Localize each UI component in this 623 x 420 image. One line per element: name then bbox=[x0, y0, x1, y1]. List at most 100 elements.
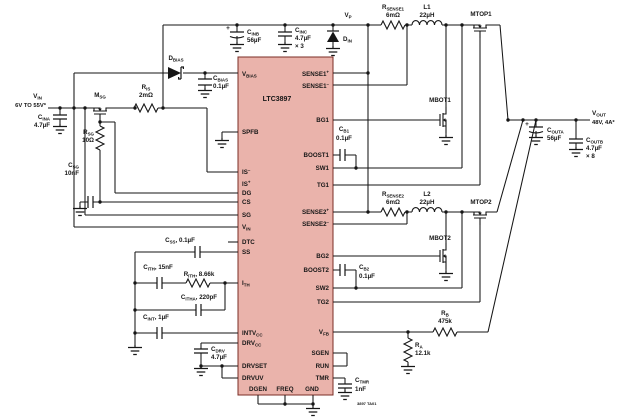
cap-coutb bbox=[569, 138, 583, 144]
label-pin-sgen: SGEN bbox=[311, 350, 329, 357]
label-pin-intvcc: INTVCC bbox=[242, 330, 263, 338]
label-mtop2-name: MTOP2 bbox=[470, 199, 492, 206]
cap-cinb bbox=[229, 31, 245, 39]
label-csg-name: CSG bbox=[68, 162, 79, 170]
label-rsense1-val: 6mΩ bbox=[386, 12, 400, 19]
label-pin-sense1m: SENSE1– bbox=[302, 82, 329, 90]
diode-dbias-bar bbox=[178, 66, 184, 80]
label-vout-label: VOUT bbox=[592, 110, 606, 118]
wire bbox=[84, 108, 238, 216]
wire bbox=[73, 72, 238, 228]
resistor-rsg bbox=[94, 125, 106, 151]
label-pin-sense2p: SENSE2+ bbox=[302, 208, 329, 216]
label-cith-label: CITH, 15nF bbox=[143, 264, 173, 272]
cap-ctmr bbox=[338, 383, 352, 389]
wire bbox=[333, 154, 357, 168]
junction-dots bbox=[58, 23, 578, 406]
label-l1-name: L1 bbox=[423, 4, 431, 11]
label-pin-ss: SS bbox=[242, 249, 250, 256]
ground-icon bbox=[325, 45, 341, 57]
label-ctmr-name: CTMR bbox=[355, 377, 370, 385]
label-ctmr-val: 1nF bbox=[355, 386, 366, 393]
label-pin-boost1: BOOST1 bbox=[304, 152, 330, 159]
label-cdrv-val: 4.7µF bbox=[211, 354, 227, 361]
label-pin-boost2: BOOST2 bbox=[304, 267, 330, 274]
inductor-l2 bbox=[411, 207, 443, 213]
label-vout-range: 48V, 4A* bbox=[592, 120, 615, 126]
label-pin-ism: IS– bbox=[242, 168, 251, 176]
label-pin-sg: SG bbox=[242, 212, 251, 219]
diode-dbias bbox=[168, 67, 181, 79]
resistor-ris bbox=[133, 102, 159, 114]
capacitors bbox=[53, 31, 583, 389]
ground-icon bbox=[229, 41, 245, 53]
inductor-l1 bbox=[411, 20, 443, 26]
label-tag: 3897 TA01 bbox=[357, 401, 377, 406]
label-l2-name: L2 bbox=[423, 191, 431, 198]
wire bbox=[48, 107, 238, 173]
wire bbox=[333, 225, 481, 303]
label-ris-val: 2mΩ bbox=[139, 92, 153, 99]
cap-cith bbox=[156, 277, 163, 289]
label-ra-val: 12.1k bbox=[415, 350, 431, 357]
label-coutb-name: COUTB bbox=[586, 137, 604, 145]
label-csg-val: 10nF bbox=[65, 170, 80, 177]
label-l2-val: 22µH bbox=[420, 199, 435, 206]
label-dbias-name: DBIAS bbox=[168, 55, 183, 63]
label-pin-dtc: DTC bbox=[242, 239, 255, 246]
label-couta-plus: + bbox=[525, 121, 529, 128]
label-pin-isp: IS+ bbox=[242, 180, 251, 188]
label-pin-run: RUN bbox=[316, 363, 330, 370]
label-couta-val: 56µF bbox=[547, 135, 561, 142]
label-rb-val: 475k bbox=[438, 318, 452, 325]
label-cint-label: CINT, 1µF bbox=[143, 314, 169, 322]
label-cinc-mult: × 3 bbox=[295, 43, 304, 50]
wire bbox=[100, 121, 238, 194]
cap-cint bbox=[156, 327, 163, 339]
cap-css bbox=[194, 246, 201, 258]
label-pin-gnd: GND bbox=[305, 386, 319, 393]
label-pin-vfb: VFB bbox=[319, 329, 330, 337]
label-mbot2-name: MBOT2 bbox=[429, 235, 451, 242]
label-cb2-name: CB2 bbox=[359, 264, 370, 272]
diodes bbox=[168, 30, 339, 80]
label-mbot1-name: MBOT1 bbox=[429, 97, 451, 104]
wire bbox=[200, 342, 238, 379]
label-citha-label: CITHA, 220pF bbox=[181, 294, 217, 302]
label-din-name: DIN bbox=[343, 36, 352, 44]
ground-icon bbox=[277, 41, 293, 53]
label-rsense2-val: 6mΩ bbox=[386, 199, 400, 206]
label-pin-dgen: DGEN bbox=[249, 386, 267, 393]
label-pin-ith: ITH bbox=[242, 280, 250, 288]
label-cbias-val: 0.1µF bbox=[213, 83, 229, 90]
label-cinb-plus: + bbox=[226, 25, 230, 32]
cap-cb2 bbox=[339, 264, 346, 276]
ground-icon bbox=[438, 270, 454, 282]
cap-cinc bbox=[278, 31, 292, 37]
ground-icon bbox=[127, 344, 143, 356]
label-cbias-name: CBIAS bbox=[213, 75, 228, 83]
label-pin-sense1p: SENSE1+ bbox=[302, 70, 329, 78]
label-pin-drvset: DRVSET bbox=[242, 363, 267, 370]
label-pin-bg1: BG1 bbox=[316, 117, 329, 124]
ground-icon bbox=[337, 389, 353, 401]
mosfet-mtop2 bbox=[466, 211, 494, 226]
label-pin-vin: VIN bbox=[242, 224, 251, 232]
label-l1-val: 22µH bbox=[420, 12, 435, 19]
resistors bbox=[94, 19, 458, 363]
label-cina-name: CINA bbox=[38, 114, 51, 122]
ground-icon bbox=[52, 123, 68, 135]
label-pin-sw2: SW2 bbox=[316, 285, 330, 292]
label-couta-name: COUTA bbox=[547, 127, 565, 135]
label-pin-spfb: SPFB bbox=[242, 129, 259, 136]
label-msg-name: MSG bbox=[94, 92, 106, 100]
ground-icon bbox=[400, 363, 416, 375]
label-vin-range: 6V TO 55V* bbox=[15, 103, 47, 109]
label-rith-label: RITH, 8.66k bbox=[184, 271, 215, 279]
label-cb1-val: 0.1µF bbox=[336, 135, 352, 142]
label-pin-dg: DG bbox=[242, 190, 251, 197]
label-ic-name: LTC3897 bbox=[263, 96, 292, 103]
mosfet-mbot2 bbox=[432, 242, 447, 270]
